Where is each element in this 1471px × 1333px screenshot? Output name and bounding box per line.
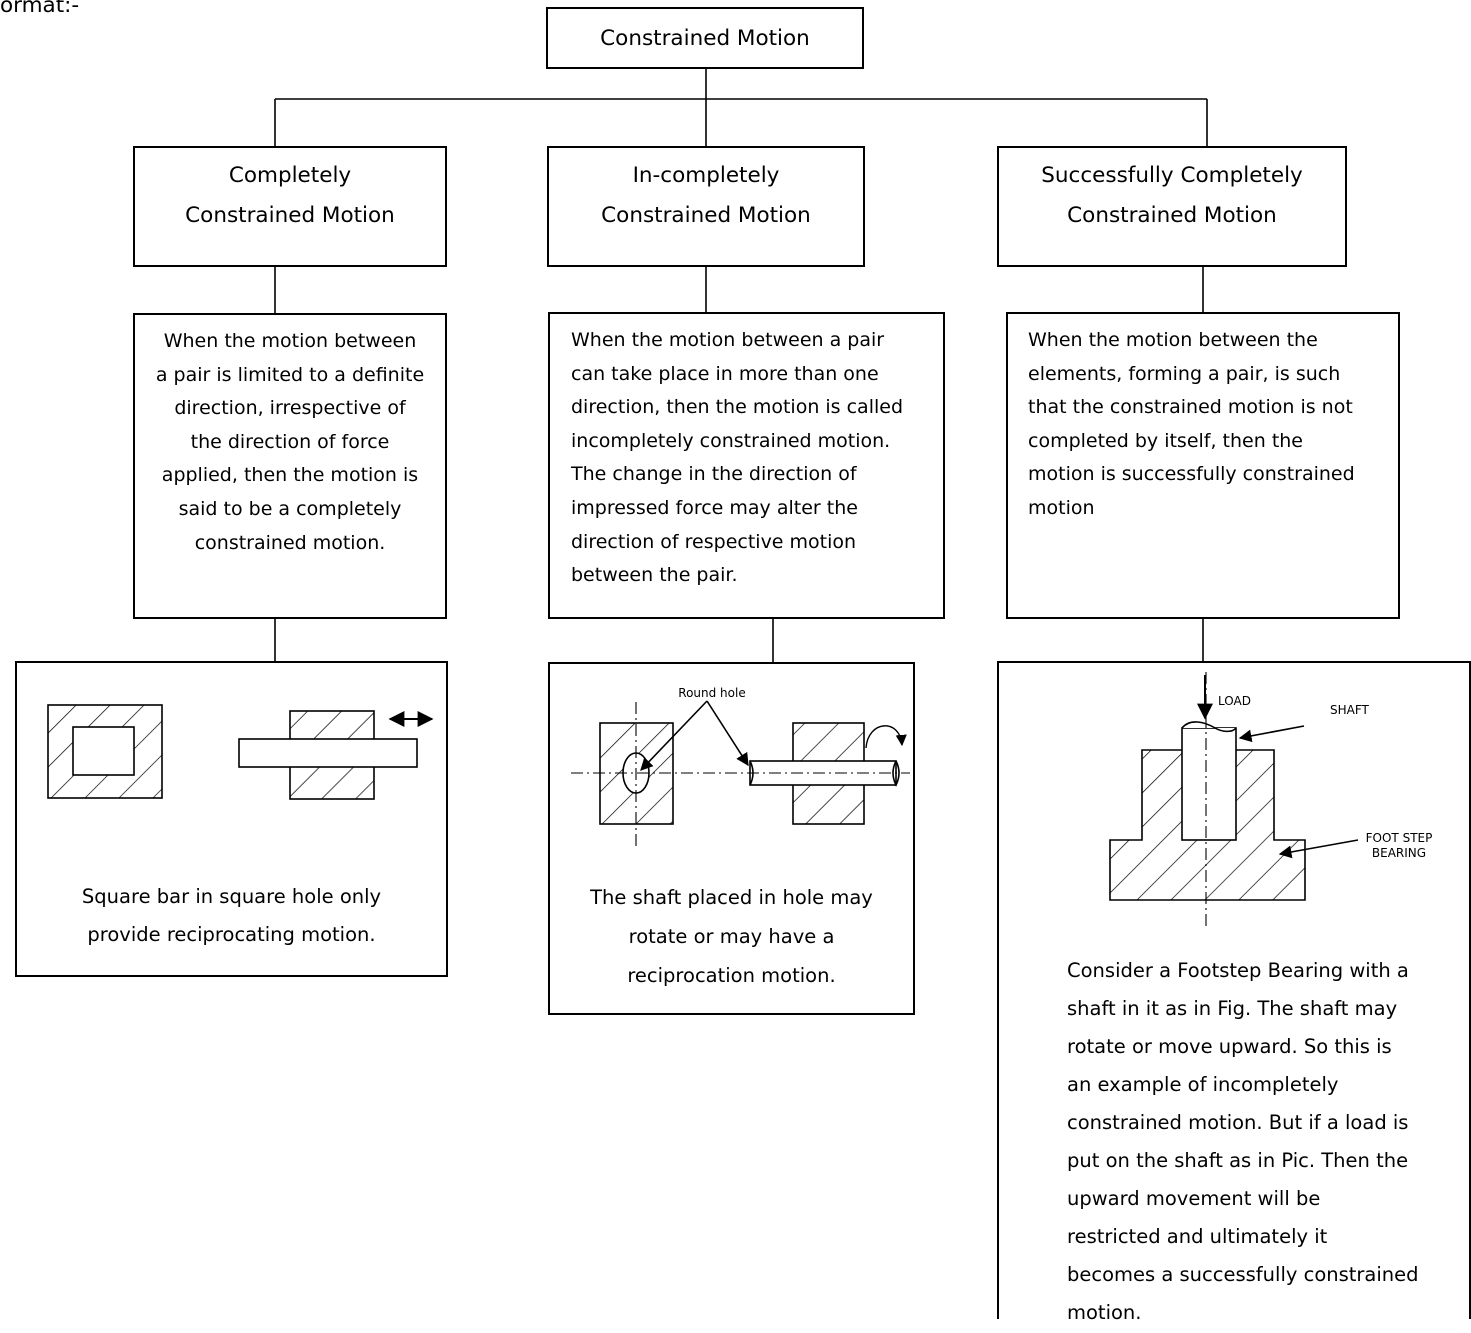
bearing-label: FOOT STEP — [1365, 831, 1433, 845]
caption-line: an example of incompletely — [1067, 1073, 1339, 1096]
desc-line: impressed force may alter the — [571, 497, 858, 519]
title-line: Successfully Completely — [1041, 163, 1303, 188]
desc-line: direction, irrespective of — [174, 397, 406, 420]
desc-line: motion — [1028, 497, 1095, 519]
load-label: LOAD — [1218, 694, 1251, 708]
desc-line: When the motion between a pair — [571, 329, 885, 351]
desc-line: When the motion between the — [1028, 329, 1318, 351]
desc-line: the direction of force — [190, 430, 390, 453]
desc-line: direction, then the motion is called — [571, 396, 904, 419]
branch-title-completely: Completely Constrained Motion — [133, 146, 447, 267]
description-successfully: When the motion between the elements, fo… — [1006, 312, 1400, 619]
header-fragment: ormat:- — [0, 0, 80, 18]
desc-line: direction of respective motion — [571, 530, 857, 553]
footstep-bearing-figure — [1109, 672, 1359, 928]
example-completely: Square bar in square hole only provide r… — [15, 661, 448, 977]
round-hole-label: Round hole — [678, 686, 746, 700]
example-incompletely: Round hole The shaft placed in hole may … — [548, 662, 915, 1015]
title-line: Constrained Motion — [601, 203, 811, 228]
desc-line: a pair is limited to a definite — [155, 363, 425, 386]
caption-line: constrained motion. But if a load is — [1067, 1111, 1409, 1134]
caption-line: shaft in it as in Fig. The shaft may — [1067, 997, 1398, 1020]
caption-line: The shaft placed in hole may — [590, 886, 873, 909]
desc-line: between the pair. — [571, 564, 738, 587]
root-label: Constrained Motion — [600, 26, 810, 51]
caption-line: put on the shaft as in Pic. Then the — [1067, 1149, 1409, 1172]
caption-line: reciprocation motion. — [627, 964, 836, 987]
square-bar-figure — [238, 710, 434, 800]
caption-line: upward movement will be — [1067, 1187, 1321, 1210]
shaft-label: SHAFT — [1330, 703, 1369, 717]
desc-line: constrained motion. — [194, 531, 386, 554]
desc-line: applied, then the motion is — [161, 464, 419, 487]
description-completely: When the motion between a pair is limite… — [133, 313, 447, 619]
round-hole-figure — [571, 700, 910, 846]
caption-line: becomes a successfully constrained — [1067, 1263, 1419, 1286]
title-line: Constrained Motion — [185, 203, 395, 228]
bearing-label: BEARING — [1371, 846, 1427, 860]
caption-line: rotate or may have a — [628, 925, 835, 948]
caption-line: motion. — [1067, 1301, 1142, 1324]
desc-line: When the motion between — [163, 330, 417, 352]
desc-line: elements, forming a pair, is such — [1028, 362, 1341, 385]
root-node: Constrained Motion — [546, 7, 864, 69]
caption-line: Square bar in square hole only — [81, 885, 382, 908]
desc-line: said to be a completely — [178, 498, 402, 520]
tree-connectors — [274, 68, 1208, 662]
desc-line: incompletely constrained motion. — [571, 429, 891, 452]
caption-line: provide reciprocating motion. — [87, 923, 376, 946]
example-successfully: LOAD SHAFT FOOT STEP BEARING Consider a … — [997, 661, 1471, 1324]
caption-line: restricted and ultimately it — [1067, 1225, 1328, 1248]
title-line: Constrained Motion — [1067, 203, 1277, 228]
branch-title-successfully: Successfully Completely Constrained Moti… — [997, 146, 1347, 267]
title-line: In-completely — [632, 163, 780, 188]
desc-line: can take place in more than one — [571, 362, 879, 385]
desc-line: that the constrained motion is not — [1028, 396, 1353, 419]
desc-line: completed by itself, then the — [1028, 429, 1303, 452]
description-incompletely: When the motion between a pair can take … — [548, 312, 945, 619]
desc-line: motion is successfully constrained — [1028, 463, 1355, 486]
caption-line: Consider a Footstep Bearing with a — [1067, 959, 1409, 982]
rotation-arrow-icon — [865, 725, 907, 749]
branch-title-incompletely: In-completely Constrained Motion — [547, 146, 865, 267]
caption-line: rotate or move upward. So this is — [1067, 1035, 1392, 1058]
square-hole-figure — [47, 704, 163, 799]
title-line: Completely — [228, 163, 352, 188]
desc-line: The change in the direction of — [571, 463, 857, 486]
